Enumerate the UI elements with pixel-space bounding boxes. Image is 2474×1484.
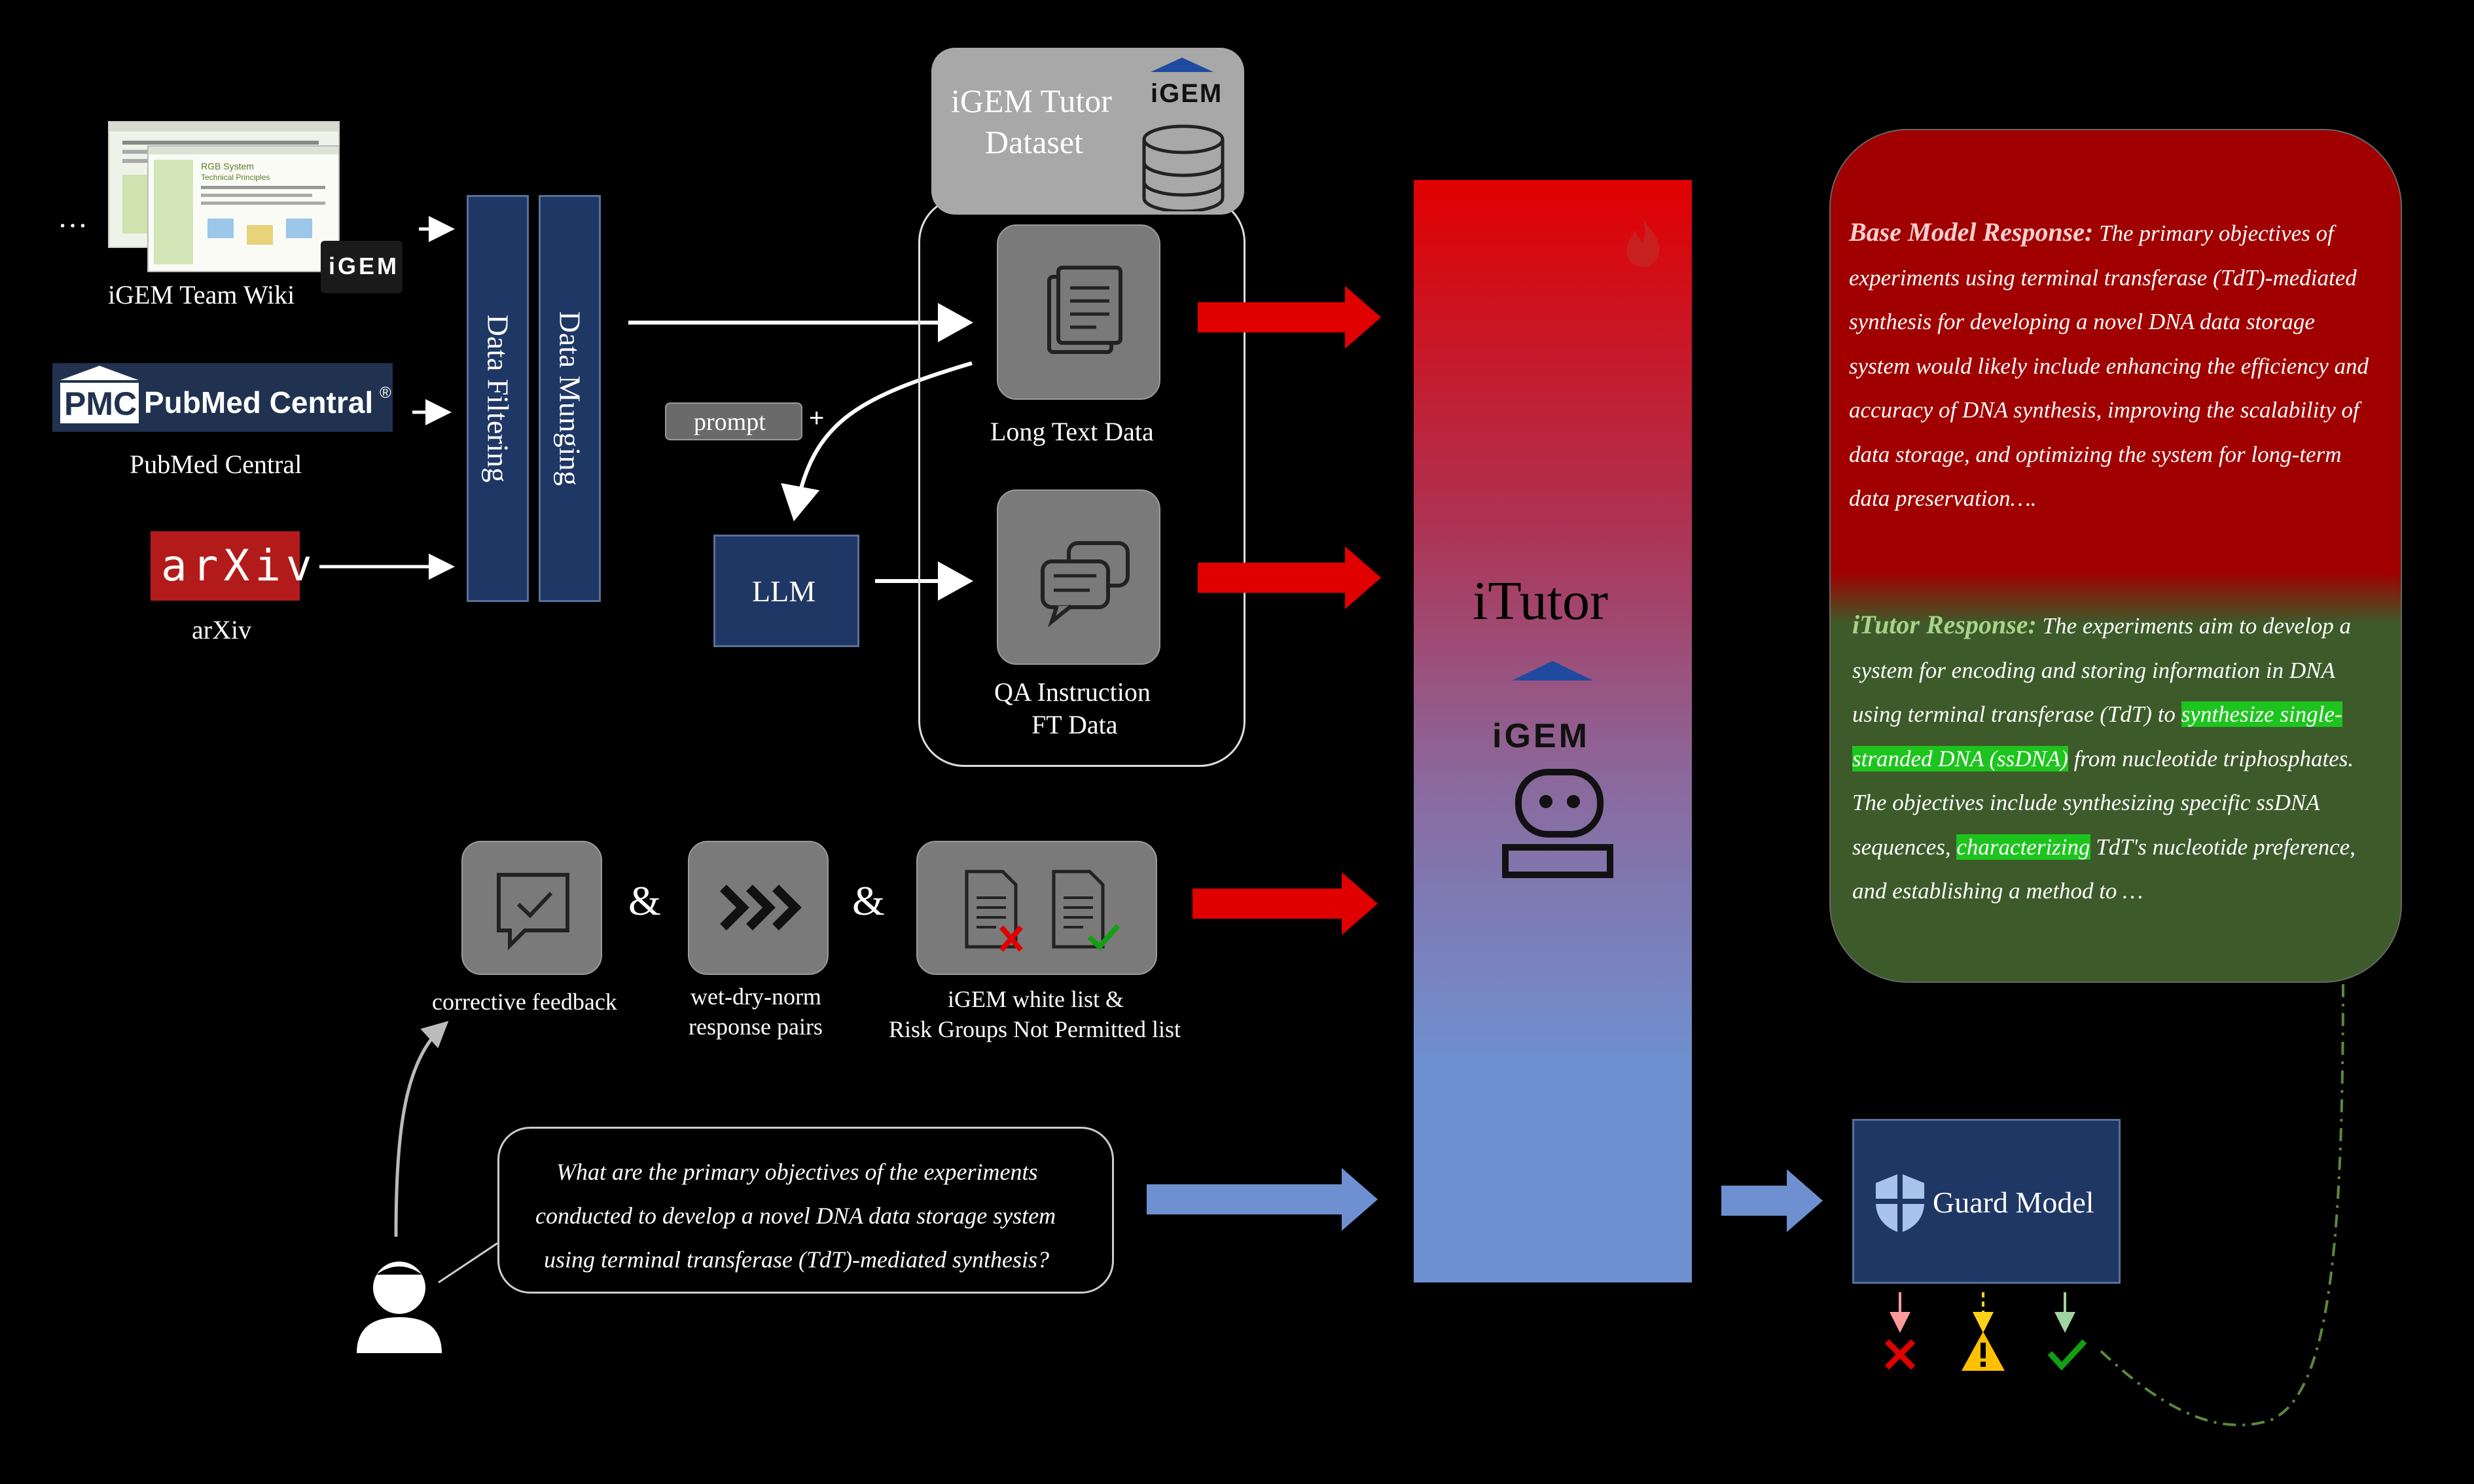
lists-box	[916, 841, 1157, 975]
pmc-roof-icon	[60, 366, 139, 380]
question-line-2: conducted to develop a novel DNA data st…	[535, 1203, 1056, 1229]
dataset-title-2: Dataset	[985, 124, 1083, 160]
highlight-ssdna: stranded DNA (ssDNA)	[1852, 745, 2068, 771]
feedback-loop-dashed	[2100, 974, 2344, 1426]
data-munging-bar: Data Munging	[539, 195, 601, 602]
plus-sign: +	[809, 404, 825, 433]
chat-bubbles-icon	[1041, 541, 1130, 627]
arrow-user-to-feedback	[394, 1021, 449, 1237]
graduation-cap-icon	[1151, 58, 1213, 72]
itutor-igem-badge: iGEM	[1492, 717, 1590, 755]
qa-box	[997, 489, 1160, 665]
blue-arrow-guard	[1721, 1169, 1823, 1232]
user-icon	[357, 1262, 442, 1353]
dataset-title-1: iGEM Tutor	[951, 82, 1112, 119]
fire-icon	[1623, 216, 1662, 268]
prompt-chip: prompt	[665, 402, 802, 440]
itutor-model-bar: iTutor iGEM	[1414, 180, 1692, 1282]
ellipsis: …	[58, 200, 88, 234]
igem-wiki-screenshot-front: RGB System Technical Principles	[147, 145, 340, 272]
itutor-response-heading: iTutor Response:	[1852, 610, 2037, 639]
lists-label-2: Risk Groups Not Permitted list	[889, 1016, 1181, 1042]
pmc-logo: PMC PubMed Central ®	[52, 363, 393, 432]
long-text-box	[997, 224, 1160, 400]
blue-arrow-question	[1147, 1168, 1378, 1231]
wiki-title: RGB System	[201, 161, 254, 171]
warning-icon	[1962, 1332, 2005, 1371]
red-arrow-qa	[1198, 546, 1381, 609]
highlight-characterizing: characterizing	[1956, 834, 2090, 860]
long-text-label: Long Text Data	[990, 417, 1154, 446]
igem-badge-wiki: iGEM	[321, 241, 403, 293]
data-filtering-bar: Data Filtering	[467, 195, 529, 602]
shield-icon	[1876, 1173, 1924, 1233]
document-stack-icon	[1047, 266, 1122, 354]
robot-icon	[1502, 769, 1613, 878]
wdn-label-1: wet-dry-norm	[690, 983, 821, 1010]
dataset-igem-badge: iGEM	[1151, 79, 1223, 108]
dataset-header: iGEM Tutor Dataset iGEM	[931, 48, 1244, 215]
wdn-label-2: response pairs	[689, 1014, 823, 1040]
red-arrow-feedback	[1192, 872, 1378, 935]
graduation-cap-icon	[1512, 661, 1593, 680]
qa-label-2: FT Data	[1031, 710, 1118, 739]
cross-icon	[1884, 1339, 1916, 1370]
red-arrow-longtext	[1198, 286, 1381, 349]
arrow-longtext-to-llm	[781, 361, 973, 521]
question-bubble: What are the primary objectives of the e…	[497, 1127, 1114, 1294]
base-response-text: Base Model Response: The primary objecti…	[1849, 217, 2369, 511]
database-icon	[1141, 113, 1226, 213]
arxiv-logo: arXiv	[151, 531, 312, 601]
corrective-feedback-label: corrective feedback	[432, 989, 617, 1015]
llm-box: LLM	[713, 535, 859, 647]
chevrons-icon	[720, 885, 802, 930]
question-line-3: using terminal transferase (TdT)-mediate…	[544, 1246, 1049, 1273]
corrective-feedback-box	[461, 841, 602, 975]
feedback-check-icon	[497, 873, 569, 951]
igem-wiki-label: iGEM Team Wiki	[108, 280, 295, 309]
guard-model-label: Guard Model	[1933, 1186, 2094, 1219]
itutor-title: iTutor	[1473, 571, 1609, 631]
document-cross-check-icon	[965, 870, 1120, 952]
base-response-heading: Base Model Response:	[1849, 217, 2094, 247]
wdn-box	[688, 841, 829, 975]
response-panel: Base Model Response: The primary objecti…	[1829, 129, 2402, 983]
lists-label-1: iGEM white list &	[948, 986, 1124, 1012]
itutor-response-text: iTutor Response: The experiments aim to …	[1852, 610, 2356, 904]
bubble-tail	[438, 1242, 498, 1284]
arxiv-label: arXiv	[192, 615, 252, 645]
guard-model-box: Guard Model	[1852, 1119, 2121, 1284]
ampersand-2: &	[852, 877, 885, 924]
question-line-1: What are the primary objectives of the e…	[556, 1159, 1038, 1185]
pmc-label: PubMed Central	[130, 450, 302, 479]
wiki-subtitle: Technical Principles	[201, 173, 270, 182]
ampersand-1: &	[628, 877, 661, 924]
highlight-synthesize: synthesize single-	[2181, 701, 2342, 727]
qa-label-1: QA Instruction	[994, 677, 1151, 707]
check-icon	[2047, 1339, 2087, 1371]
